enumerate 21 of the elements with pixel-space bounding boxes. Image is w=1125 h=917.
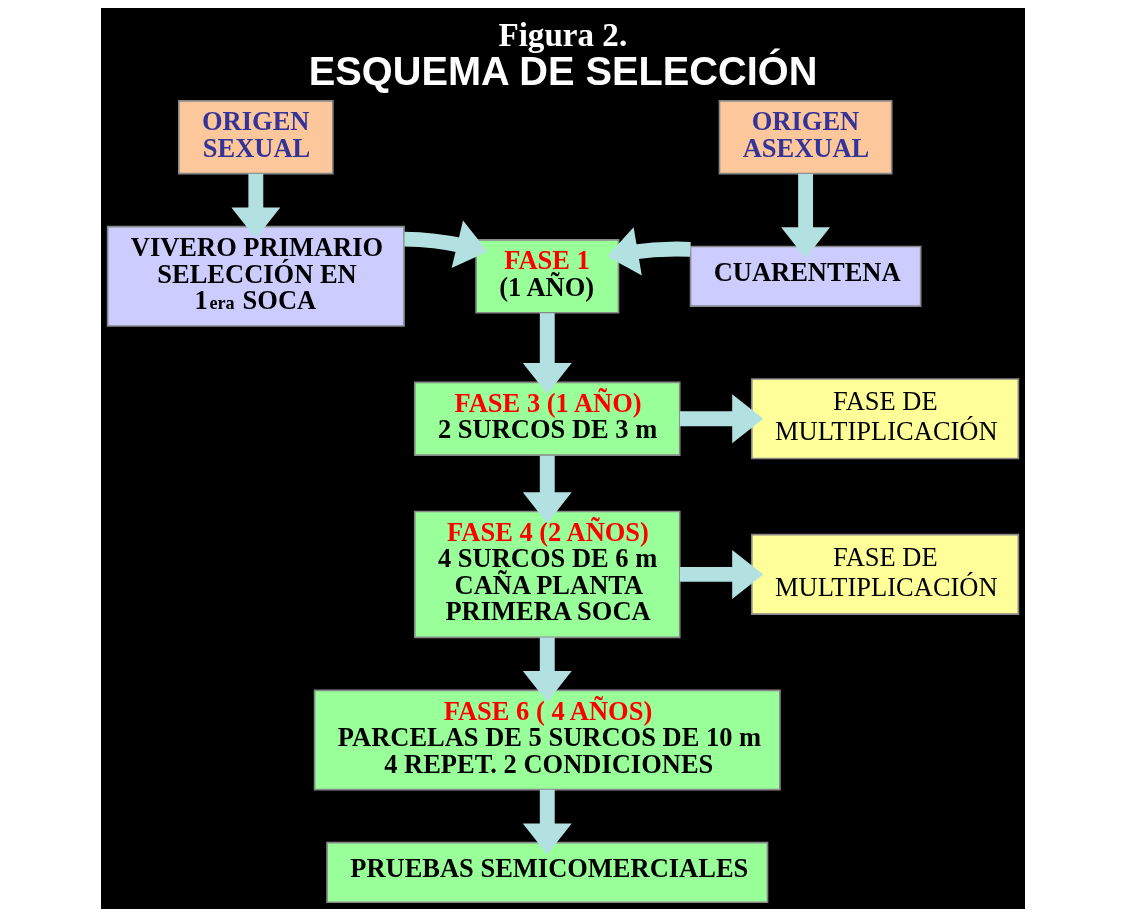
arrow (780, 173, 830, 259)
arrow (522, 455, 572, 524)
arrow (230, 173, 280, 239)
node-box: ORIGEN ASEXUAL (718, 100, 893, 175)
node-box: PRUEBAS SEMICOMERCIALES (325, 841, 768, 904)
node-box: ORIGEN SEXUAL (177, 100, 334, 175)
node-box: FASE 4 (2 AÑOS) 4 SURCOS DE 6 m CAÑA PLANTA PRIMERA SOCA (413, 510, 681, 639)
node-box: FASE 3 (1 AÑO) 2 SURCOS DE 3 m (413, 381, 681, 456)
node-box: FASE 1 (1 AÑO) (474, 239, 619, 314)
node-box: FASE 6 ( 4 AÑOS) PARCELAS DE 5 SURCOS DE 10 m 4 REPET. 2 CONDICIONES (313, 689, 781, 791)
node-box: VIVERO PRIMARIO SELECCIÓN EN 1era SOCA (106, 225, 405, 327)
node-box: FASE DE MULTIPLICACIÓN (750, 378, 1019, 460)
arrow (403, 220, 488, 269)
node-box: FASE DE MULTIPLICACIÓN (750, 533, 1019, 615)
node-box: CUARENTENA (689, 245, 921, 307)
arrow (522, 789, 572, 855)
arrow (522, 313, 572, 395)
arrow (679, 394, 763, 444)
arrow (522, 637, 572, 703)
arrow (679, 549, 763, 599)
arrow (606, 227, 691, 276)
